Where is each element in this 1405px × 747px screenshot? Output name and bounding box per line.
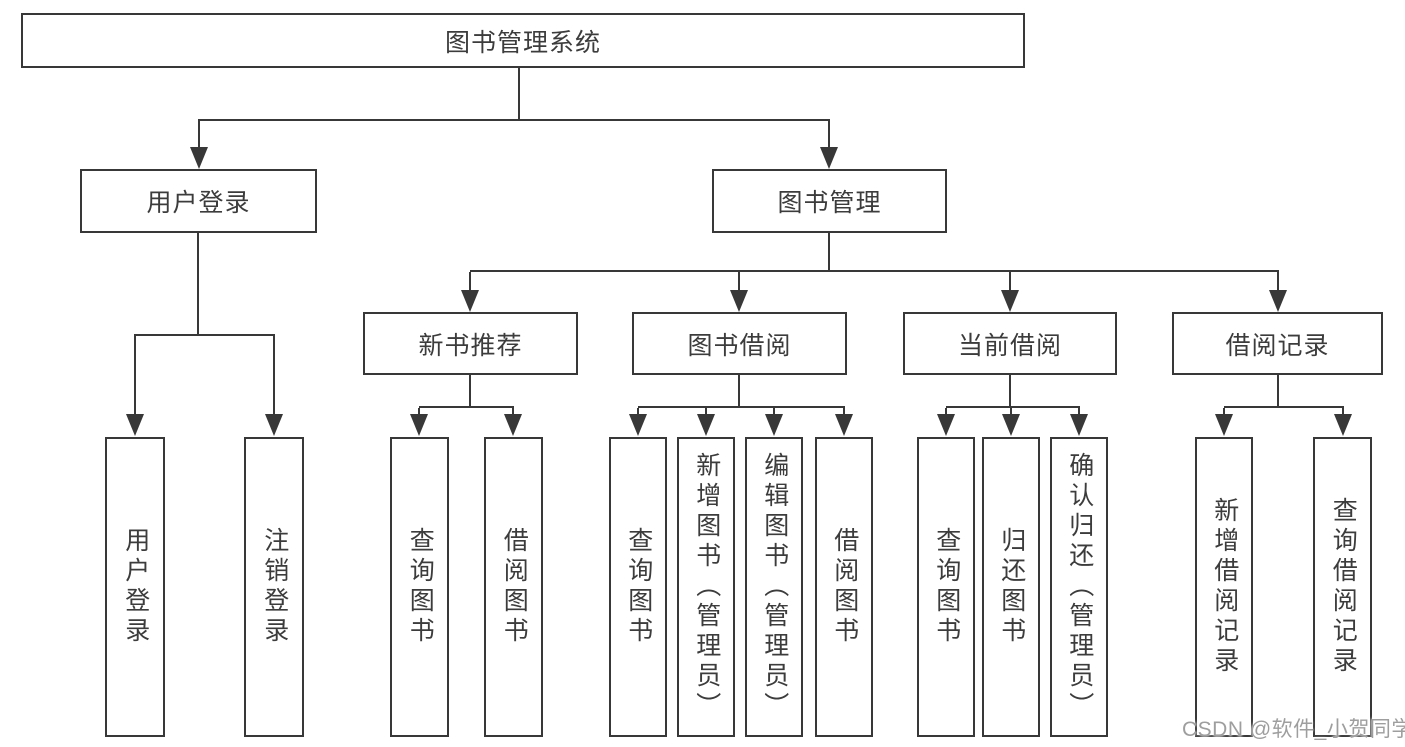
connector-borrow-records-branch [1224,406,1344,408]
connector-root-branch [198,119,830,121]
connector-new-book-trunk [469,375,471,408]
connector-current-borrow-branch [946,406,1080,408]
arrow-down-icon [1001,290,1019,312]
leaf-borrow-books-borrow-label: 借阅图书 [830,527,859,647]
leaf-query-books-current: 查询图书 [917,437,975,737]
arrow-down-icon [629,414,647,436]
connector-arrow-stem [273,336,275,416]
node-user-login: 用户登录 [80,169,317,233]
connector-arrow-stem [1277,272,1279,292]
connector-current-borrow-trunk [1009,375,1011,408]
arrow-down-icon [937,414,955,436]
connector-arrow-stem [1010,408,1012,416]
connector-root-trunk [518,68,520,121]
leaf-logout: 注销登录 [244,437,304,737]
connector-arrow-stem [945,408,947,416]
connector-arrow-stem [469,272,471,292]
leaf-add-borrow-record-label: 新增借阅记录 [1210,497,1239,677]
leaf-add-book-admin-label: 新增图书（管理员） [692,452,721,722]
arrow-down-icon [461,290,479,312]
node-new-book-recommend-label: 新书推荐 [418,331,523,360]
leaf-edit-book-admin-label: 编辑图书（管理员） [760,452,789,722]
leaf-return-books-label: 归还图书 [997,527,1026,647]
node-book-management: 图书管理 [712,169,947,233]
connector-arrow-stem [705,408,707,416]
leaf-query-borrow-record: 查询借阅记录 [1313,437,1372,737]
arrow-down-icon [1215,414,1233,436]
connector-arrow-stem [1342,408,1344,416]
arrow-down-icon [410,414,428,436]
leaf-logout-label: 注销登录 [260,527,289,647]
arrow-down-icon [730,290,748,312]
connector-book-borrow-branch [638,406,845,408]
connector-arrow-stem [512,408,514,416]
arrow-down-icon [1070,414,1088,436]
leaf-borrow-books-recommend: 借阅图书 [484,437,543,737]
leaf-add-book-admin: 新增图书（管理员） [677,437,735,737]
node-book-management-label: 图书管理 [777,189,882,217]
leaf-query-books-recommend-label: 查询图书 [406,527,435,647]
connector-user-login-trunk [197,233,199,336]
connector-book-borrow-trunk [738,375,740,408]
connector-book-mgmt-trunk [828,233,830,272]
connector-borrow-records-trunk [1277,375,1279,408]
connector-arrow-stem [738,272,740,292]
leaf-return-books: 归还图书 [982,437,1040,737]
node-book-borrow: 图书借阅 [632,312,847,375]
node-user-login-label: 用户登录 [146,189,251,217]
leaf-add-borrow-record: 新增借阅记录 [1195,437,1253,737]
node-library-system-label: 图书管理系统 [444,28,601,57]
connector-book-mgmt-branch [470,270,1279,272]
connector-arrow-stem [637,408,639,416]
leaf-query-books-recommend: 查询图书 [390,437,449,737]
connector-arrow-stem [843,408,845,416]
arrow-down-icon [835,414,853,436]
connector-arrow-stem [828,121,830,149]
node-current-borrow: 当前借阅 [903,312,1117,375]
arrow-down-icon [504,414,522,436]
arrow-down-icon [765,414,783,436]
leaf-query-borrow-record-label: 查询借阅记录 [1329,497,1358,677]
node-borrow-records: 借阅记录 [1172,312,1383,375]
connector-arrow-stem [1009,272,1011,292]
arrow-down-icon [1269,290,1287,312]
connector-user-login-branch [134,334,275,336]
connector-arrow-stem [418,408,420,416]
leaf-query-books-borrow-label: 查询图书 [624,527,653,647]
arrow-down-icon [1002,414,1020,436]
watermark: CSDN @软件_小贺同学 [1182,718,1405,741]
arrow-down-icon [126,414,144,436]
node-borrow-records-label: 借阅记录 [1225,331,1330,360]
arrow-down-icon [697,414,715,436]
connector-arrow-stem [198,121,200,149]
node-library-system: 图书管理系统 [21,13,1025,68]
leaf-borrow-books-recommend-label: 借阅图书 [500,527,529,647]
connector-arrow-stem [134,336,136,416]
connector-new-book-branch [419,406,514,408]
arrow-down-icon [820,147,838,169]
leaf-borrow-books-borrow: 借阅图书 [815,437,873,737]
connector-arrow-stem [1223,408,1225,416]
arrow-down-icon [190,147,208,169]
node-current-borrow-label: 当前借阅 [957,331,1062,360]
arrow-down-icon [1334,414,1352,436]
leaf-confirm-return-admin: 确认归还（管理员） [1050,437,1108,737]
leaf-edit-book-admin: 编辑图书（管理员） [745,437,803,737]
leaf-query-books-borrow: 查询图书 [609,437,667,737]
leaf-confirm-return-admin-label: 确认归还（管理员） [1065,452,1094,722]
connector-arrow-stem [1078,408,1080,416]
leaf-user-login: 用户登录 [105,437,165,737]
connector-arrow-stem [773,408,775,416]
leaf-query-books-current-label: 查询图书 [932,527,961,647]
node-new-book-recommend: 新书推荐 [363,312,578,375]
node-book-borrow-label: 图书借阅 [687,331,792,360]
leaf-user-login-label: 用户登录 [121,527,150,647]
arrow-down-icon [265,414,283,436]
